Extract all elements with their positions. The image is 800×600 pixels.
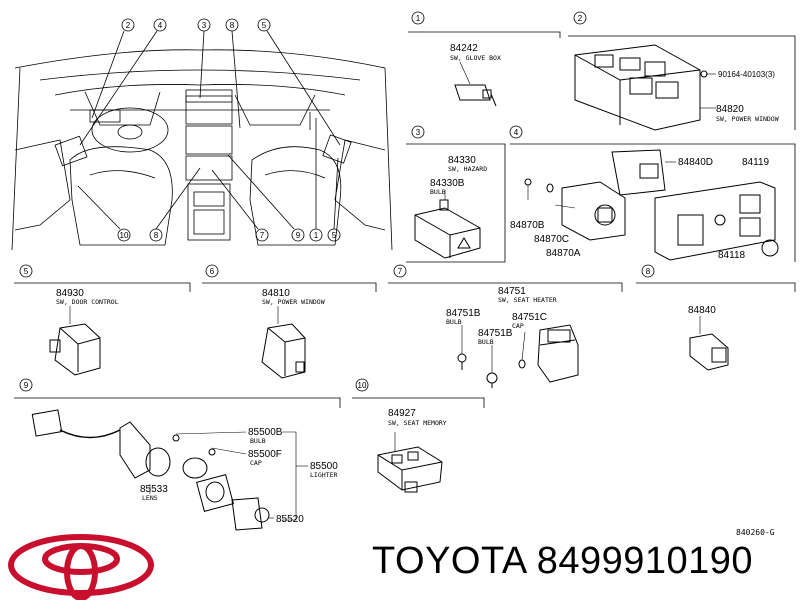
panel-5-number: 5 [24, 267, 29, 276]
part-number-84119: 84119 [742, 157, 770, 168]
part-number-84751: 84751 [498, 286, 526, 297]
part-number-84820: 84820 [716, 104, 744, 115]
overview-callout-8b: 8 [154, 231, 159, 240]
overview-callout-2: 2 [126, 21, 131, 30]
panel-4 [509, 125, 796, 262]
part-number-84840: 84840 [688, 305, 716, 316]
panel-10-number: 10 [358, 381, 367, 390]
panel-3 [406, 125, 506, 263]
part-desc-lens: LENS [142, 494, 158, 502]
part-number-main: 8499910190 [536, 540, 754, 582]
part-number-84930: 84930 [56, 288, 84, 299]
panel-9 [14, 378, 341, 531]
diagram-code: 840260-G [736, 528, 775, 537]
panel-7-number: 7 [398, 267, 403, 276]
part-number-84870c: 84870C [534, 234, 569, 245]
part-number-84810: 84810 [262, 288, 290, 299]
part-desc-glove-box: SW, GLOVE BOX [450, 54, 501, 62]
panel-1-number: 1 [416, 14, 421, 23]
brand-name: TOYOTA [372, 540, 526, 582]
toyota-logo [8, 534, 154, 600]
panel-5 [14, 264, 191, 376]
part-number-85500: 85500 [310, 461, 338, 472]
panel-7 [388, 264, 623, 388]
part-desc-cap-85500f: CAP [250, 459, 262, 467]
part-desc-seat-memory: SW, SEAT MEMORY [388, 419, 447, 427]
overview-callout-9: 9 [296, 231, 301, 240]
power-window-switch-drawing [261, 323, 306, 379]
panel-2 [568, 11, 796, 131]
panel-1 [408, 11, 561, 107]
part-desc-bulb-84751b-bottom: BULB [478, 338, 494, 346]
door-control-switch-drawing [49, 323, 101, 376]
part-desc-lighter: LIGHTER [310, 471, 337, 479]
panel-6-number: 6 [210, 267, 215, 276]
switch-bezel-drawing [654, 181, 776, 261]
seat-heater-switch-drawing [537, 324, 579, 383]
part-desc-seat-heater: SW, SEAT HEATER [498, 296, 557, 304]
part-number-84870b: 84870B [510, 220, 545, 231]
part-desc-power-window: SW, POWER WINDOW [262, 298, 325, 306]
part-number-84330b: 84330B [430, 178, 465, 189]
part-number-84330: 84330 [448, 155, 476, 166]
panel-8-number: 8 [646, 267, 651, 276]
panel-10 [352, 378, 485, 493]
overview-callout-3: 3 [202, 21, 207, 30]
overview-callout-5: 5 [262, 21, 267, 30]
overview-callout-1: 1 [314, 231, 319, 240]
panel-4-number: 4 [514, 128, 519, 137]
part-desc-bulb-84751b-top: BULB [446, 318, 462, 326]
glove-box-switch-drawing [454, 84, 491, 101]
knob-icon [761, 239, 779, 257]
part-number-85500f: 85500F [248, 449, 282, 460]
part-number-85520: 85520 [276, 514, 304, 525]
overview-callouts [77, 18, 341, 242]
overview-callout-4: 4 [158, 21, 163, 30]
part-number-84840d: 84840D [678, 157, 713, 168]
part-number-90164: 90164-40103(3) [718, 70, 775, 79]
part-desc-door-control: SW, DOOR CONTROL [56, 298, 119, 306]
panel-3-number: 3 [416, 128, 421, 137]
overview-callout-5b: 5 [332, 231, 337, 240]
switch-84840-drawing [689, 333, 729, 371]
brand-part-title: TOYOTA 8499910190 [372, 540, 753, 583]
panel-9-number: 9 [24, 381, 29, 390]
part-desc-power-window-master: SW, POWER WINDOW [716, 115, 779, 123]
panel-2-number: 2 [578, 14, 583, 23]
overview-callout-8: 8 [230, 21, 235, 30]
part-number-84751b-top: 84751B [446, 308, 481, 319]
part-desc-bulb-84330b: BULB [430, 188, 446, 196]
part-desc-bulb-85500b: BULB [250, 437, 266, 445]
mirror-switch-drawing [561, 149, 666, 241]
part-desc-hazard: SW, HAZARD [448, 165, 487, 173]
seat-memory-switch-drawing [377, 446, 443, 493]
panel-8 [636, 264, 796, 371]
interior-overview-drawing [11, 49, 393, 251]
part-number-84870a: 84870A [546, 248, 581, 259]
hazard-switch-drawing [414, 199, 481, 259]
part-number-85533: 85533 [140, 484, 168, 495]
part-number-84118: 84118 [718, 250, 746, 261]
part-number-84927: 84927 [388, 408, 416, 419]
overview-callout-10: 10 [120, 231, 129, 240]
lighter-assembly-drawing [31, 409, 270, 531]
power-window-master-switch-drawing [574, 44, 701, 131]
part-number-84751b-bottom: 84751B [478, 328, 513, 339]
part-number-84242: 84242 [450, 43, 478, 54]
overview-callout-7: 7 [260, 231, 265, 240]
part-number-85500b: 85500B [248, 427, 283, 438]
panel-6 [202, 264, 377, 379]
part-desc-cap-84751c: CAP [512, 322, 524, 330]
part-number-84751c: 84751C [512, 312, 547, 323]
